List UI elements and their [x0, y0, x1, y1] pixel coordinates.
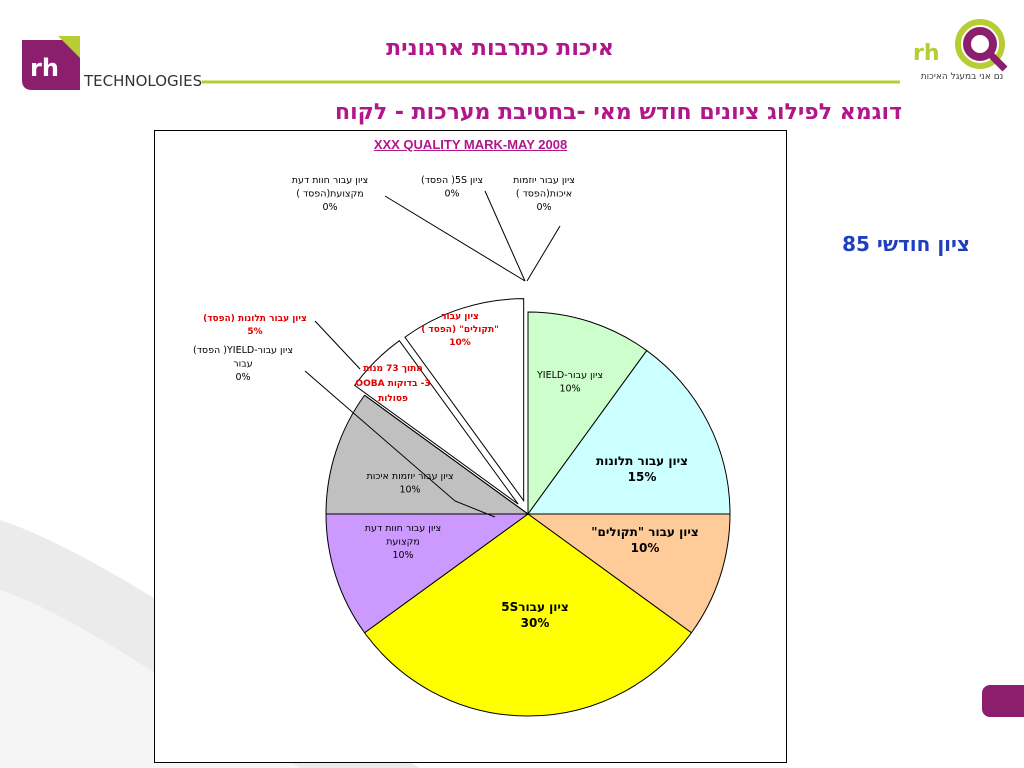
pie-slice-7 [353, 339, 519, 505]
pie-slice-3 [363, 513, 693, 717]
company-logo: rh TECHNOLOGIES [18, 36, 208, 100]
leader-line-9 [384, 195, 526, 282]
pie-slice-2 [526, 513, 731, 634]
leader-line-11 [526, 225, 561, 282]
brand-mark: rh [913, 41, 940, 66]
logo-word: TECHNOLOGIES [83, 72, 202, 90]
slice-label-7: ציון עבור תלונות (הפסד)5% [203, 314, 307, 337]
leader-line-6 [304, 370, 496, 518]
slide-title: דוגמא לפילוג ציונים חודש מאי -בחטיבת מער… [334, 100, 902, 125]
nav-tab[interactable] [982, 685, 1024, 717]
leader-line-7 [314, 320, 361, 370]
slice-label-8: ציון עבור"תקולים" (הפסד )10% [421, 312, 499, 348]
pie-slice-1 [527, 349, 731, 515]
pie-slice-0 [527, 311, 648, 516]
brand-logo: rh [905, 14, 1020, 78]
chart-title: XXX QUALITY MARK-MAY 2008 [373, 137, 568, 152]
brand-tagline: נם אני במעגל האיכות [920, 72, 1004, 82]
leader-line-10 [484, 190, 526, 282]
logo-mark: rh [30, 54, 59, 82]
pie-slice-5 [325, 394, 530, 515]
pie-slice-6 [364, 394, 529, 515]
monthly-score: ציון חודשי 85 [842, 232, 970, 256]
header-title: איכות כתרבות ארגונית [386, 36, 614, 61]
slice-label-10: ציון 5S( הפסד)0% [421, 175, 483, 200]
slice-label-2: ציון עבור "תקולים"10% [591, 525, 698, 555]
pie-slice-8 [404, 298, 525, 503]
chart-frame: XXX QUALITY MARK-MAY 2008 ציון עבור-YIEL… [154, 130, 787, 763]
pie-slice-4 [325, 513, 530, 634]
